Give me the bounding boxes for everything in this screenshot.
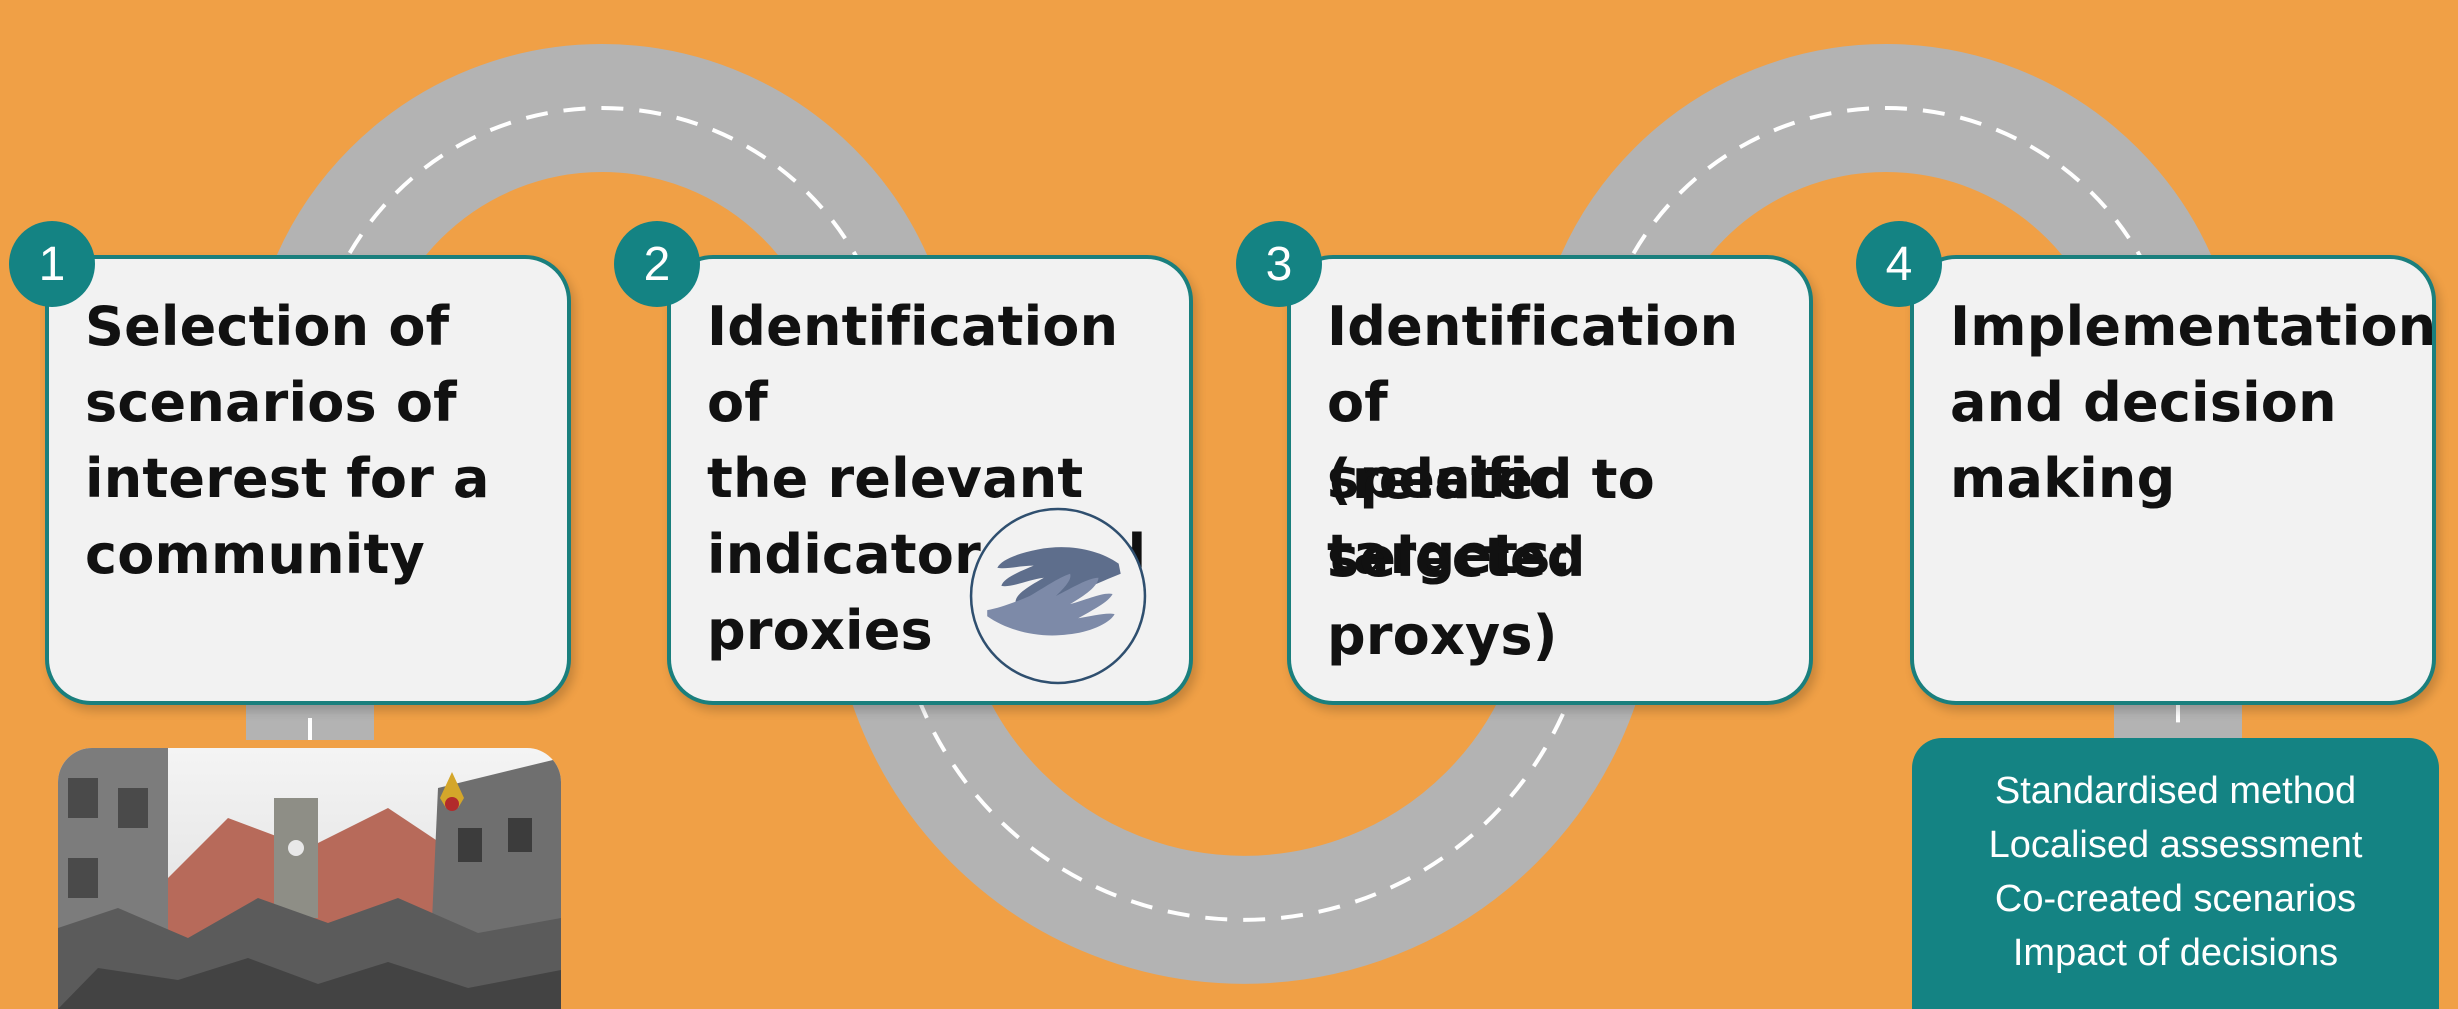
benefit-item: Standardised method xyxy=(1994,770,2357,812)
step-4-title: Implementation and decision making xyxy=(1950,295,2437,510)
step-3-card: Identification of specific targets: (rel… xyxy=(1287,255,1813,705)
benefit-item: Localised assessment xyxy=(1988,824,2363,866)
step-2-badge: 2 xyxy=(614,221,700,307)
benefit-item: Impact of decisions xyxy=(2012,932,2339,974)
fire-brigade-emblem xyxy=(440,772,464,811)
benefit-item: Co-created scenarios xyxy=(1994,878,2357,920)
step-1-title: Selection of scenarios of interest for a… xyxy=(85,295,490,586)
earthquake-damage-photo xyxy=(58,748,561,1009)
step-3-title: Identification of specific targets: xyxy=(1327,295,1739,586)
step-3-badge: 3 xyxy=(1236,221,1322,307)
benefits-box: Standardised method Localised assessment… xyxy=(1912,738,2439,1009)
step-4-badge: 4 xyxy=(1856,221,1942,307)
handshake-icon xyxy=(969,507,1147,685)
step-1-card: Selection of scenarios of interest for a… xyxy=(45,255,571,705)
step-4-card: Implementation and decision making xyxy=(1910,255,2436,705)
step-3-subtitle: (related to selected proxys) xyxy=(1327,448,1655,667)
step-1-badge: 1 xyxy=(9,221,95,307)
